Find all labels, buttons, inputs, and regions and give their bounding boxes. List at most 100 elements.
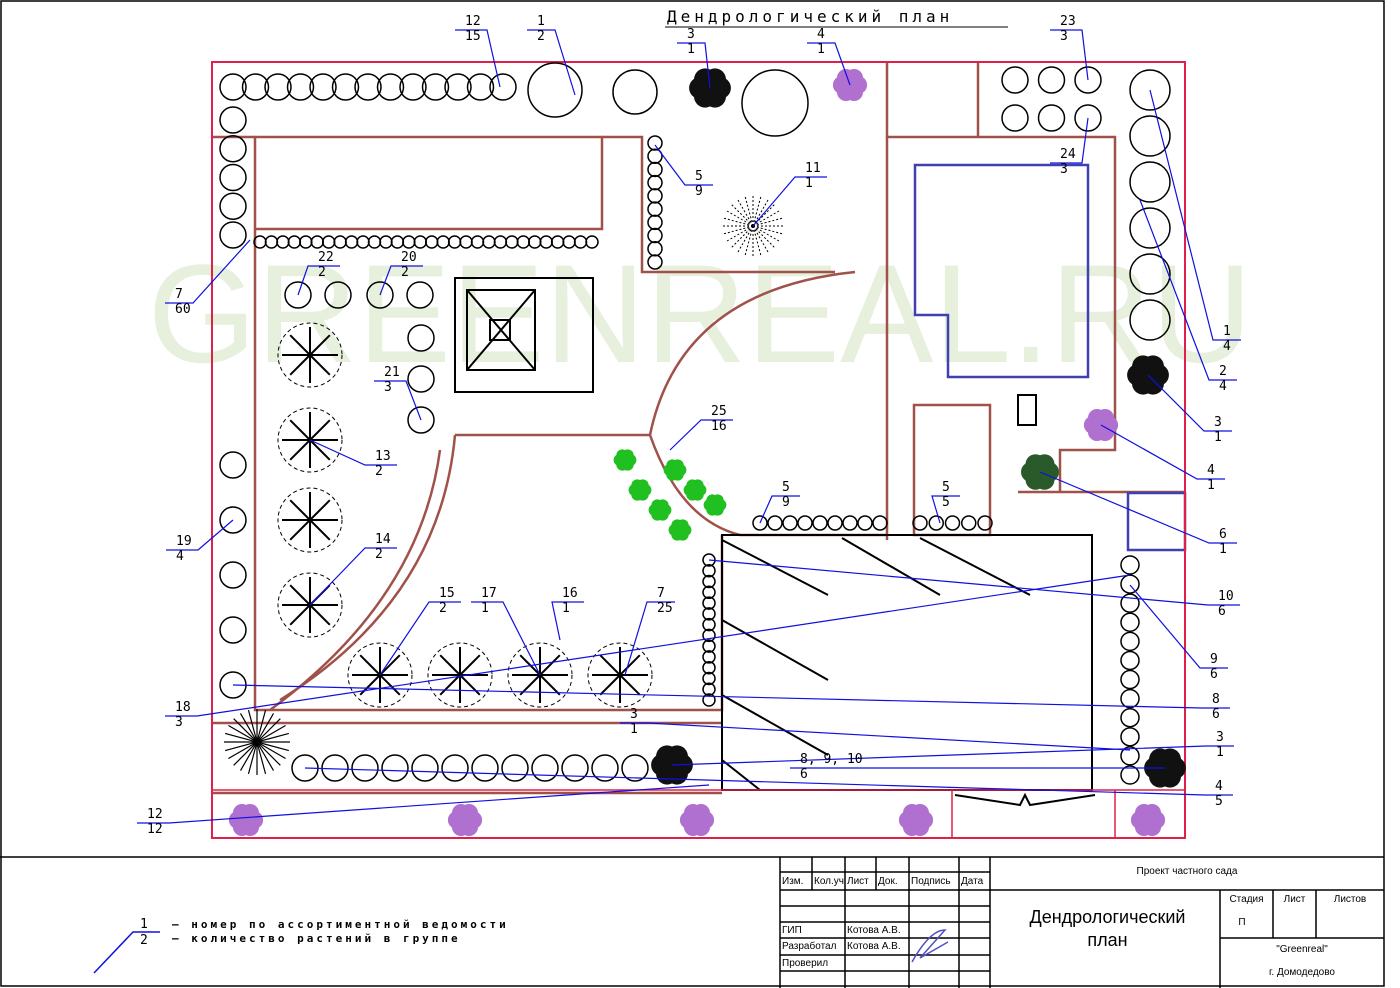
flowering-shrub-icon [1096, 408, 1115, 427]
callout-count: 5 [1215, 794, 1223, 809]
large-tree-icon [277, 407, 343, 473]
callout-number: 13 [375, 449, 391, 464]
shrub-icon [1120, 555, 1140, 575]
deciduous-tree-icon [527, 62, 583, 118]
callout-count: 1 [1214, 430, 1222, 445]
tree-icon [351, 754, 379, 782]
drawing-title: Дендрологический план [1029, 907, 1186, 950]
callout-number: 15 [439, 586, 455, 601]
tree-icon [219, 135, 247, 163]
callout-count: 1 [1219, 542, 1227, 557]
callout-count: 3 [1060, 162, 1068, 177]
hedge-shrub-icon [872, 515, 888, 531]
callout-label: 59 [759, 480, 800, 524]
tree-icon [489, 73, 517, 101]
callout-label: 86 [232, 684, 1230, 722]
callout-label: 760 [165, 239, 251, 317]
callout-number: 20 [401, 250, 417, 265]
callout-count: 25 [657, 601, 673, 616]
hedge-shrub-icon [647, 188, 663, 204]
conifer-icon [256, 741, 275, 771]
callout-label: 194 [166, 519, 234, 564]
legend-count: 2 [140, 933, 148, 948]
callout-number: 10 [1218, 589, 1234, 604]
title-block-frame [0, 856, 1384, 988]
conifer-shrub-icon [656, 499, 669, 512]
tree-icon [471, 754, 499, 782]
callout-number: 3 [1214, 415, 1222, 430]
tree-icon [561, 754, 589, 782]
tree-icon [399, 73, 427, 101]
hedge-shrub-icon [961, 515, 977, 531]
callout-number: 5 [782, 480, 790, 495]
hedge-shrub-icon [702, 660, 716, 675]
large-tree-icon [507, 642, 573, 708]
hedge-shrub-icon [702, 617, 716, 632]
tree-icon [1129, 299, 1171, 341]
tree-icon [1129, 207, 1171, 249]
callout-count: 3 [384, 380, 392, 395]
name-gip: Котова А.В. [847, 925, 901, 936]
conifer-shrub-icon [691, 479, 704, 492]
hedge-shrub-icon [647, 214, 663, 231]
callout-count: 2 [439, 601, 447, 616]
tree-icon [1001, 66, 1029, 94]
conifer-shrub-icon [636, 479, 649, 492]
callout-count: 5 [942, 495, 950, 510]
header-col: Кол.уч [814, 876, 844, 887]
tree-icon [219, 616, 247, 644]
callout-label: 152 [379, 586, 461, 676]
signature [911, 929, 949, 963]
tree-icon [407, 324, 435, 352]
callout-count: 3 [175, 715, 183, 730]
tree-icon [264, 73, 292, 101]
header-col: Док. [878, 876, 898, 887]
callout-count: 1 [630, 722, 638, 737]
structures [454, 277, 1096, 807]
tree-icon [621, 754, 649, 782]
hedge-shrub-icon [647, 161, 663, 178]
tree-icon [219, 73, 247, 101]
tree-icon [407, 365, 435, 393]
watermark: GREENREAL.RU [148, 235, 1253, 392]
tree-icon [407, 406, 435, 434]
company: "Greenreal" [1276, 944, 1328, 955]
callout-count: 1 [481, 601, 489, 616]
conifer-icon [256, 713, 275, 743]
flowering-shrub-icon [692, 803, 711, 822]
callout-number: 17 [481, 586, 497, 601]
callout-label: 31 [677, 27, 711, 89]
tree-icon [1001, 104, 1029, 132]
hedge-shrub-icon [702, 693, 716, 707]
callout-label: 142 [309, 532, 397, 606]
callout-count: 1 [805, 176, 813, 191]
tree-icon [286, 73, 315, 101]
callout-label: 61 [1039, 471, 1237, 557]
tree-icon [411, 754, 439, 782]
callout-number: 12 [147, 807, 163, 822]
callout-number: 4 [1207, 463, 1215, 478]
legend-line-1: – номер по ассортиментной ведомости [172, 918, 509, 931]
legend-line-2: – количество растений в группе [172, 932, 461, 945]
role-developer: Разработал [782, 941, 837, 952]
callout-label: 106 [708, 559, 1240, 619]
callout-count: 2 [375, 464, 383, 479]
shrub-icon [1120, 631, 1140, 652]
conifer-shrub-icon [711, 494, 724, 507]
conifer-icon [256, 724, 286, 743]
hedge-shrub-icon [702, 596, 716, 610]
callout-label: 183 [165, 574, 1131, 730]
hedge-shrub-icon [842, 515, 858, 531]
callout-number: 9 [1210, 652, 1218, 667]
callout-number: 22 [318, 250, 334, 265]
callout-number: 4 [817, 27, 825, 42]
callout-label: 12 [527, 14, 576, 96]
hedge-shrub-icon [782, 515, 798, 531]
callout-number: 1 [537, 14, 545, 29]
shrub-icon [1120, 688, 1140, 709]
conifer-icon [247, 709, 258, 743]
hedge-shrub-icon [647, 227, 663, 244]
hedge-shrub-icon [702, 628, 716, 643]
